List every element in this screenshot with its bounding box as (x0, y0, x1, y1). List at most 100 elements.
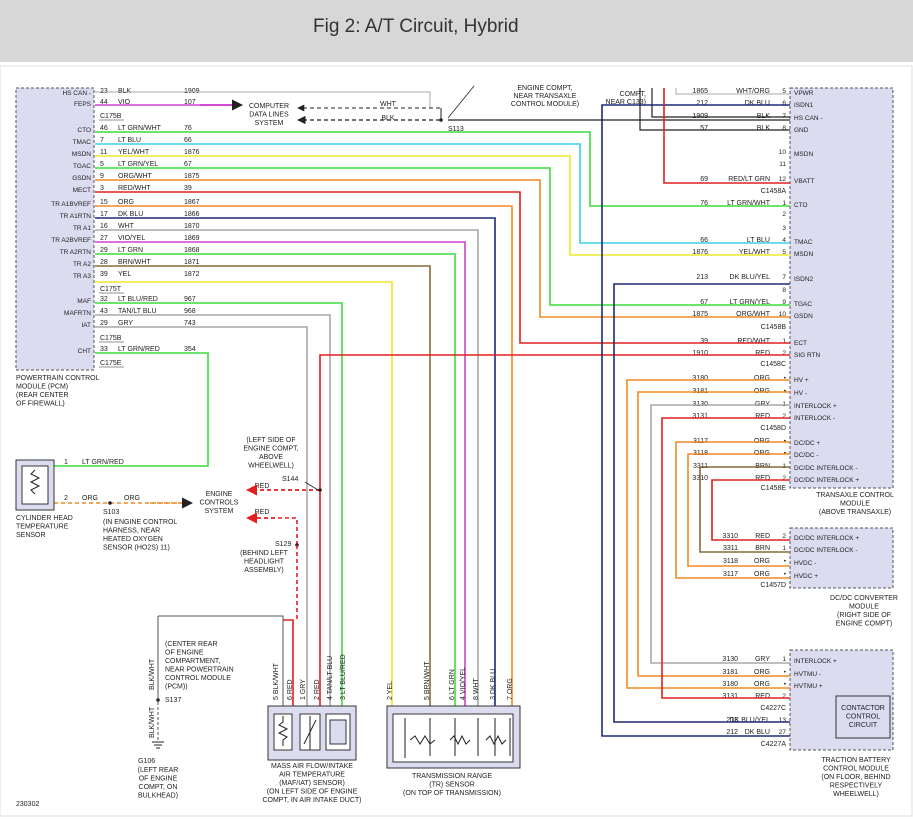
pcm-wire-color: TAN/LT BLU (118, 308, 157, 315)
cht-wire1: LT GRN/RED (82, 459, 124, 466)
tcm-note: NEAR TRANSAXLE (514, 93, 577, 100)
pcm-pin-name: CTO (77, 127, 91, 134)
engine-controls-text-line: CONTROLS (200, 500, 239, 507)
dcdc-wire-color: ORG (754, 571, 770, 578)
dcdc-pin-name: HVDC - (794, 560, 816, 567)
pcm-pin-name: TGAC (73, 163, 91, 170)
tcm-circuit-num: 76 (700, 200, 708, 207)
wire-hscan-blk (651, 88, 790, 118)
cht-pin1: 1 (64, 459, 68, 466)
dcdc-label-line: MODULE (849, 604, 879, 611)
tcm-pin-name: MSDN (794, 151, 813, 158)
pcm-wire-color: LT GRN/WHT (118, 125, 162, 132)
tcm-pin-num: 10 (779, 149, 787, 156)
tcm-pin-name: HS CAN - (794, 115, 823, 122)
bcm-pin-num: 2 (782, 693, 786, 700)
pcm-wire-color: LT BLU/RED (118, 296, 158, 303)
pcm-circuit-num: 968 (184, 308, 196, 315)
tr-label-line: TRANSMISSION RANGE (412, 773, 492, 780)
g106-note-line: BULKHEAD) (138, 793, 178, 800)
pcm-pin-name: TR A2 (73, 261, 91, 268)
tcm-wire-color: RED (755, 475, 770, 482)
wire-tr-a1 (95, 229, 479, 706)
wire-sigrtn (319, 354, 790, 706)
tcm-circuit-num: 1876 (692, 249, 708, 256)
contactor-label-line: CONTROL (846, 714, 880, 721)
bcm-wire-color: DK BLU/YEL (730, 717, 771, 724)
bcm-circuit-num: 213 (726, 717, 738, 724)
pcm-pin-name: CHT (78, 348, 91, 355)
tcm-wire-color: LT GRN/WHT (727, 200, 771, 207)
dcdc-connector: C1457D (760, 582, 786, 589)
pcm-circuit-num: 1876 (184, 149, 200, 156)
splice-dot (108, 501, 112, 505)
splice-dot (318, 488, 322, 492)
wire-tr-a2 (95, 265, 431, 706)
data-blk-label: BLK (381, 115, 395, 122)
maf-pin-label: 2 RED (314, 679, 321, 700)
pcm-wire-color: VIO (118, 99, 131, 106)
wire-tr-a1bvref (95, 205, 513, 706)
s144-note-line: ABOVE (259, 454, 283, 461)
splice-s103: S103 (103, 509, 119, 516)
red-label-1: RED (255, 483, 270, 490)
tcm-pin-name: DC/DC - (794, 452, 819, 459)
maf-label-line: (MAF/IAT) SENSOR) (279, 780, 345, 787)
engine-controls-text-line: ENGINE (206, 491, 233, 498)
tcm-note: CONTROL MODULE) (511, 101, 579, 108)
cht-wire2a: ORG (82, 495, 98, 502)
leader-line (447, 85, 475, 119)
dcdc-converter-module (789, 527, 894, 589)
splice-s137: S137 (165, 697, 181, 704)
bcm-pin-name: HVTMU + (794, 683, 823, 690)
pcm-wire-color: YEL (118, 271, 131, 278)
pcm-pin-num: 28 (100, 259, 108, 266)
wire-tr-a2bvref (95, 241, 466, 706)
bcm-pin-name: HVTMU - (794, 671, 821, 678)
pcm-pin-num: 9 (100, 173, 104, 180)
maf-pin-label: 3 LT BLU/RED (340, 654, 347, 700)
tr-pin-label: 3 DK BLU (490, 669, 497, 700)
tcm-connector: C1458B (761, 324, 787, 331)
pcm-pin-num: 43 (100, 308, 108, 315)
tcm-circuit-num: 3180 (692, 375, 708, 382)
s144-note-line: ENGINE COMPT, (243, 446, 298, 453)
tcm-pin-name: DC/DC INTERLOCK + (794, 477, 859, 484)
bcm-circuit-num: 3180 (722, 681, 738, 688)
tcm-pin-num: 1 (782, 200, 786, 207)
maf-pin-label: 5 BLK/WHT (273, 662, 280, 700)
pcm-label-line: MODULE (PCM) (16, 384, 68, 391)
tcm-wire-color: RED (755, 413, 770, 420)
tcm-pin-name: DC/DC INTERLOCK - (794, 465, 858, 472)
pcm-pin-num: 7 (100, 137, 104, 144)
dcdc-wire-color: BRN (755, 545, 770, 552)
pcm-pin-num: 39 (100, 271, 108, 278)
tcm-pin-num: 5 (782, 249, 786, 256)
pcm-connector: C175T (100, 286, 122, 293)
dcdc-pin-num: • (784, 571, 787, 578)
bcm-connector: C4227A (761, 741, 787, 748)
tcm-pin-num: 6 (782, 100, 786, 107)
tcm-pin-name: VBATT (794, 178, 814, 185)
s129-note-line: HEADLIGHT (244, 559, 285, 566)
cht-label-line: TEMPERATURE (16, 524, 69, 531)
wire-dcdc-int-minus (699, 466, 790, 553)
g106-note-line: COMPT, ON (139, 784, 178, 791)
pcm-circuit-num: 107 (184, 99, 196, 106)
ground-wire-label-1: BLK/WHT (149, 658, 156, 690)
pcm-wire-color: LT GRN/YEL (118, 161, 158, 168)
pcm-pin-name: GSDN (72, 175, 91, 182)
tcm-circuit-num: 213 (696, 274, 708, 281)
pcm-pin-num: 16 (100, 223, 108, 230)
tcm-wire-color: RED/WHT (737, 338, 770, 345)
dcdc-circuit-num: 3311 (723, 545, 738, 552)
pcm-wire-color: RED/WHT (118, 185, 151, 192)
cht-wire2b: ORG (124, 495, 140, 502)
pcm-pin-num: 44 (100, 99, 108, 106)
dcdc-pin-name: DC/DC INTERLOCK + (794, 535, 859, 542)
